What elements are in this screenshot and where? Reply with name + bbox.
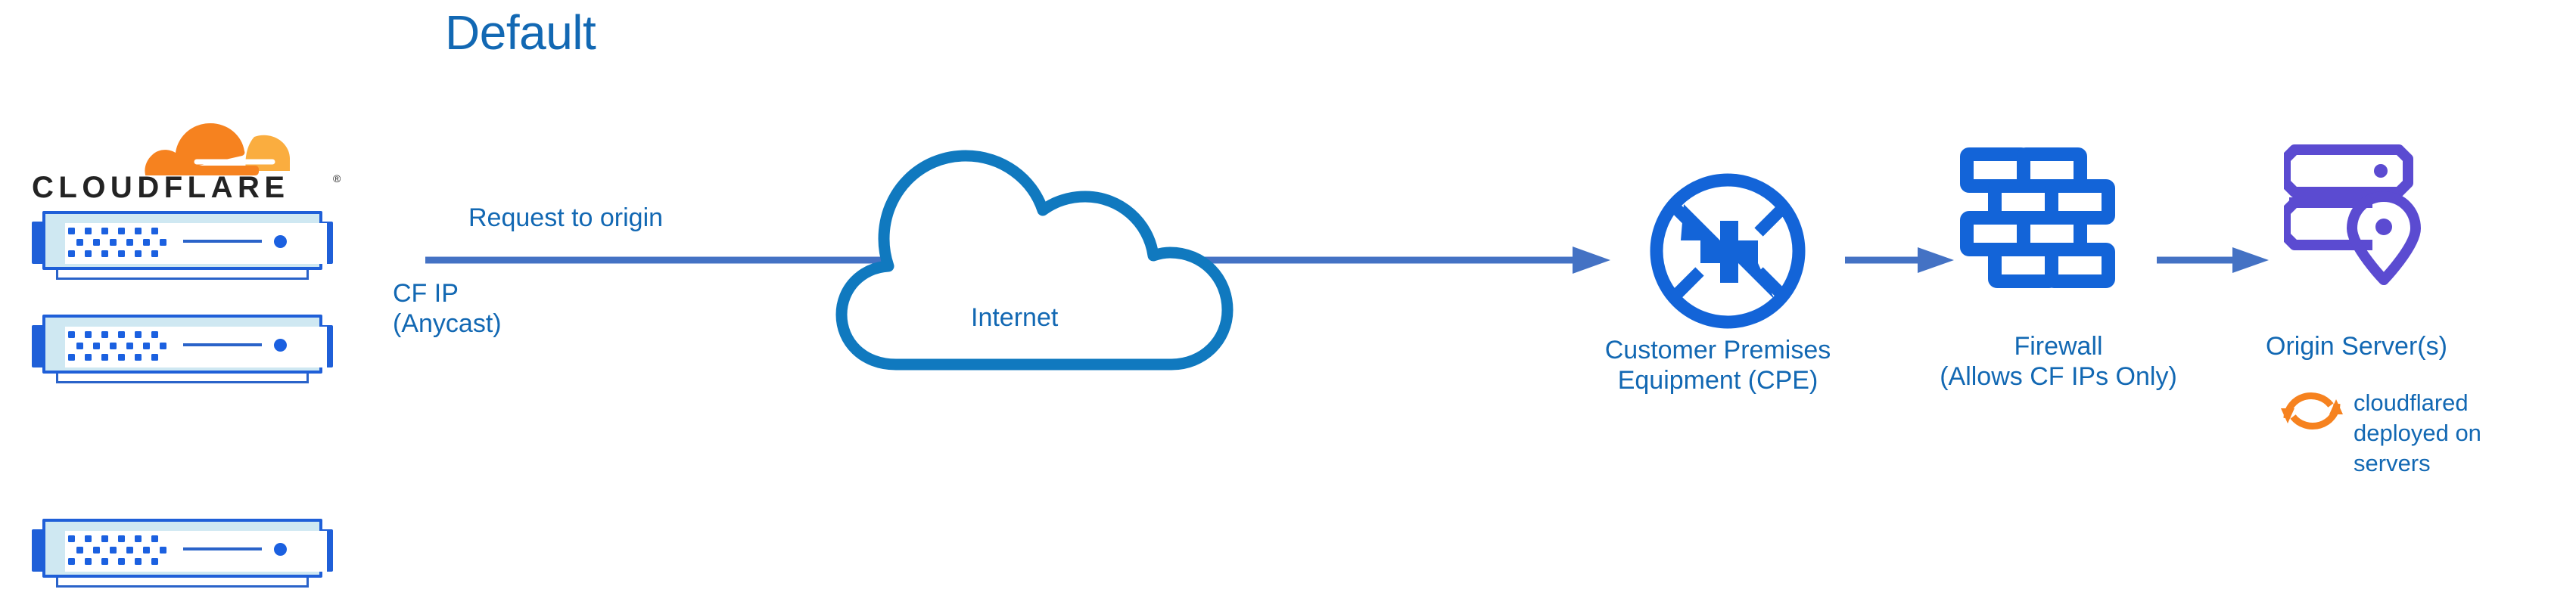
server-vent-hole — [93, 239, 100, 246]
cloud-icon — [835, 150, 1234, 371]
server-vent-hole — [118, 535, 125, 542]
server-vent-hole — [135, 228, 142, 234]
server-vent-hole — [126, 547, 133, 554]
cloudflare-logo: CLOUDFLARE ® — [32, 106, 350, 204]
server-led-indicator — [274, 235, 287, 248]
server-vent-hole — [126, 343, 133, 349]
cpe-label-line2: Equipment (CPE) — [1617, 366, 1818, 395]
server-vent-hole — [76, 239, 83, 246]
server-vent-hole — [143, 239, 150, 246]
rack-server-3 — [32, 519, 333, 588]
registered-trademark-symbol: ® — [333, 172, 341, 185]
cloudflared-annotation: cloudflared deployed on servers — [2354, 388, 2481, 479]
server-vent-hole — [118, 250, 125, 257]
server-vent-hole — [143, 547, 150, 554]
server-vent-hole — [110, 239, 117, 246]
server-vent-hole — [118, 331, 125, 338]
server-vent-hole — [151, 250, 158, 257]
server-base-shadow — [56, 578, 309, 588]
server-vent-hole — [151, 331, 158, 338]
cf-ip-line2: (Anycast) — [393, 309, 502, 338]
page-title: Default — [445, 5, 596, 60]
server-vent-hole — [101, 250, 108, 257]
brick-wall-icon — [1960, 147, 2115, 288]
server-vent-hole — [135, 535, 142, 542]
arrow-firewall-to-origin — [2157, 247, 2269, 273]
server-status-line — [183, 547, 262, 550]
server-vent-hole — [101, 331, 108, 338]
firewall-label-line1: Firewall — [2014, 332, 2103, 361]
cpe-label-line1: Customer Premises — [1604, 336, 1831, 364]
router-icon — [1650, 173, 1806, 329]
server-vent-hole — [68, 250, 75, 257]
server-vent-hole — [101, 354, 108, 361]
cf-ip-line1: CF IP — [393, 279, 459, 308]
server-led-indicator — [274, 543, 287, 556]
server-vent-hole — [118, 558, 125, 565]
cloudflare-wordmark: CLOUDFLARE — [32, 171, 290, 204]
server-vent-hole — [118, 354, 125, 361]
server-vent-hole — [68, 228, 75, 234]
server-vent-hole — [135, 331, 142, 338]
arrow-cpe-to-firewall — [1845, 247, 1954, 273]
server-vent-hole — [68, 331, 75, 338]
server-vent-hole — [151, 558, 158, 565]
server-vent-hole — [118, 228, 125, 234]
server-vent-hole — [135, 250, 142, 257]
server-vent-hole — [68, 558, 75, 565]
firewall-label-line2: (Allows CF IPs Only) — [1940, 362, 2177, 391]
origin-server-label: Origin Server(s) — [2266, 332, 2447, 361]
cloudflared-line2: deployed on — [2354, 420, 2481, 446]
server-vent-hole — [151, 354, 158, 361]
server-vent-hole — [110, 343, 117, 349]
server-vent-hole — [85, 558, 92, 565]
server-vent-hole — [135, 354, 142, 361]
sync-refresh-icon — [2281, 392, 2343, 429]
server-base-shadow — [56, 270, 309, 280]
request-to-origin-label: Request to origin — [468, 203, 664, 232]
server-vent-hole — [160, 239, 166, 246]
cloudflared-line1: cloudflared — [2354, 389, 2469, 416]
server-vent-hole — [76, 343, 83, 349]
server-vent-hole — [68, 354, 75, 361]
rack-server-2 — [32, 315, 333, 383]
server-vent-hole — [101, 535, 108, 542]
server-vent-hole — [85, 228, 92, 234]
server-vent-hole — [85, 331, 92, 338]
server-vent-hole — [93, 547, 100, 554]
server-vent-hole — [126, 239, 133, 246]
cf-ip-label: CF IP(Anycast) — [393, 278, 502, 339]
server-base-shadow — [56, 374, 309, 383]
server-vent-hole — [93, 343, 100, 349]
server-status-line — [183, 240, 262, 243]
server-vent-hole — [110, 547, 117, 554]
server-vent-hole — [76, 547, 83, 554]
server-rack-pin-icon — [2284, 144, 2421, 285]
internet-label: Internet — [971, 303, 1059, 332]
server-vent-hole — [135, 558, 142, 565]
server-vent-hole — [85, 535, 92, 542]
server-vent-hole — [85, 250, 92, 257]
server-vent-hole — [160, 343, 166, 349]
server-vent-hole — [101, 558, 108, 565]
server-vent-hole — [160, 547, 166, 554]
cloudflared-line3: servers — [2354, 450, 2431, 476]
firewall-label: Firewall(Allows CF IPs Only) — [1907, 331, 2210, 392]
server-vent-hole — [151, 535, 158, 542]
server-vent-hole — [68, 535, 75, 542]
server-vent-hole — [101, 228, 108, 234]
server-vent-hole — [85, 354, 92, 361]
rack-server-1 — [32, 211, 333, 280]
server-vent-hole — [151, 228, 158, 234]
server-status-line — [183, 343, 262, 346]
server-vent-hole — [143, 343, 150, 349]
server-led-indicator — [274, 339, 287, 352]
